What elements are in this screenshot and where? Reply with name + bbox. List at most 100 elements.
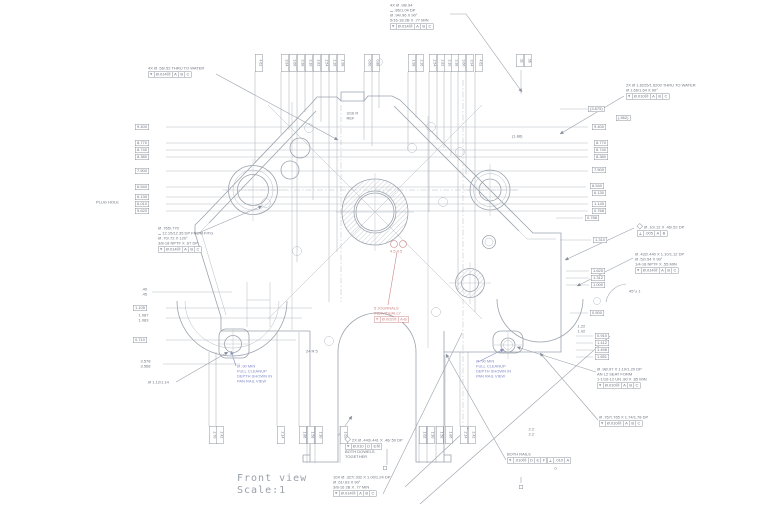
top-flag: .56	[524, 54, 532, 67]
fcf-cell: Ø.014Ⓜ	[155, 72, 173, 77]
dim-box: 6.130	[592, 190, 607, 196]
fcf-cell: B	[180, 72, 185, 77]
fcf-cell: B	[658, 94, 663, 99]
dim-box: 8.770	[135, 140, 150, 146]
note-line: 5/16-18 2B X .77 MIN	[390, 18, 433, 23]
fcf-cell: ⟂	[639, 231, 644, 236]
extension-lines	[152, 66, 593, 463]
dim-box: 0.768	[592, 208, 607, 214]
dim-box: 1.310	[593, 237, 608, 243]
top-flag: 3.94	[466, 54, 474, 72]
note-text: Ø .94/.96 X 90°	[390, 13, 418, 18]
stacked-dim-line: 3.568	[140, 364, 151, 369]
note-line: TOGETHER	[345, 454, 368, 460]
fcf-cell: ⌖	[599, 383, 604, 388]
micro-label: 24 R 5	[306, 349, 318, 354]
note-line: AN L2 SEAT FORM	[597, 372, 647, 377]
aux-bore-hatch	[455, 268, 485, 298]
bottom-flag: 1.30	[427, 426, 435, 444]
dim-box: 7.500	[135, 168, 150, 174]
note-line: DEPTH SHOWN IN	[237, 374, 272, 379]
stacked-dim-line: REF	[346, 116, 355, 121]
stacked-dim-line: 2.2	[528, 427, 535, 432]
note-line: 1-1/16-12 UN .80 X .85 MIN	[597, 377, 647, 382]
stacked-dim: .40.45	[141, 287, 148, 297]
fcf-cell: A	[359, 491, 364, 496]
note-line: PAN RAIL VIEW	[476, 374, 511, 379]
note-text: 2X Ø 1.6225/1.6200 THRU TO WATER	[626, 83, 696, 88]
note-line: Ø .52/.54 X 90°	[635, 257, 684, 262]
bottom-flag: 1.58	[307, 426, 315, 444]
note-line: ⌴ .86/1.04 DP	[390, 8, 433, 13]
note-text: DEPTH SHOWN IN	[476, 369, 512, 374]
fcf-cell: F	[542, 458, 546, 463]
micro-label: Ø 1.12/1.14	[148, 380, 169, 385]
dim-box: 1.498	[595, 347, 610, 353]
fcf-cell: A	[416, 24, 421, 29]
bottom-flag: 2.14	[460, 426, 468, 444]
fcf-cell: B	[631, 421, 636, 426]
dim-box: 6.010	[135, 201, 150, 207]
dim-box: 6.540	[590, 183, 605, 189]
note-text: DEPTH SHOWN IN	[237, 374, 273, 379]
dim-box: 6.130	[135, 194, 150, 200]
micro-label: PLUG HOLE	[96, 200, 119, 205]
fcf-cell: C	[196, 247, 200, 252]
fcf-cell: C	[673, 268, 677, 273]
note-flag-diamond	[344, 436, 351, 443]
dim-box: 1.000	[591, 282, 606, 288]
dim-box: (.562)	[616, 115, 631, 121]
note-line: Ø 1.66/1.64 X 90°	[626, 88, 696, 93]
top-flag: 1.98	[337, 54, 345, 72]
note-flag-diamond	[636, 223, 643, 230]
dim-box: (3.875)	[588, 106, 605, 112]
square-flag	[383, 466, 387, 470]
fcf-cell: ⌖	[392, 24, 397, 29]
fcf-cell: EⓂ	[373, 444, 381, 449]
stacked-dim-line: .40	[141, 287, 148, 292]
note-text: 4.5 4.5	[390, 249, 403, 254]
note-line: 5 JOURNALS	[374, 306, 409, 311]
fcf-cell: C	[635, 383, 639, 388]
note-text: ⌴ 12.15/12.35 DP FROM FITG	[158, 231, 214, 236]
top-flag: 2.26	[416, 54, 424, 72]
fcf-cell: ⌖	[160, 247, 165, 252]
note-line: Ø .765/.770	[158, 226, 213, 231]
dim-box: 8.380	[594, 154, 609, 160]
dim-box: 1.105	[133, 305, 148, 311]
fcf-cell: Ø.010	[352, 444, 366, 449]
dim-box: 6.540	[135, 184, 150, 190]
note-text: 1-1/16-12 UN .80 X .85 MIN	[597, 377, 647, 382]
bottom-flag: 1.02	[340, 426, 348, 444]
note-text: 10X Ø .327/.332 X 1.00/1.24 DP	[333, 475, 391, 480]
note-line: Ø .10/.12 X .46/.52 DP	[636, 223, 684, 230]
note-text: Ø 1.66/1.64 X 90°	[626, 88, 658, 93]
note-text: 1/4-18 NPTF X .55 MIN	[635, 262, 677, 267]
top-flag: 2.54	[321, 54, 329, 72]
bottom-flag: 1.86	[445, 426, 453, 444]
dim-box: 9.400	[592, 124, 607, 130]
note-line: 2X Ø .443/.441 X .46/.50 DP	[344, 436, 403, 443]
top-flag: 2.54	[429, 54, 437, 72]
note-text: 2X Ø .443/.441 X .46/.50 DP	[352, 438, 403, 443]
fcf-cell: Ø.010Ⓜ	[633, 94, 651, 99]
note-text: 3/8-16 2B X .77 MIN	[333, 485, 370, 490]
fcf-cell: ⌖	[335, 491, 340, 496]
stacked-dim-line: 1.22	[577, 324, 586, 329]
top-flag: 3.10	[305, 54, 313, 72]
fcf-cell: B	[629, 383, 634, 388]
note-line: INDIVIDUALLY	[374, 311, 409, 316]
